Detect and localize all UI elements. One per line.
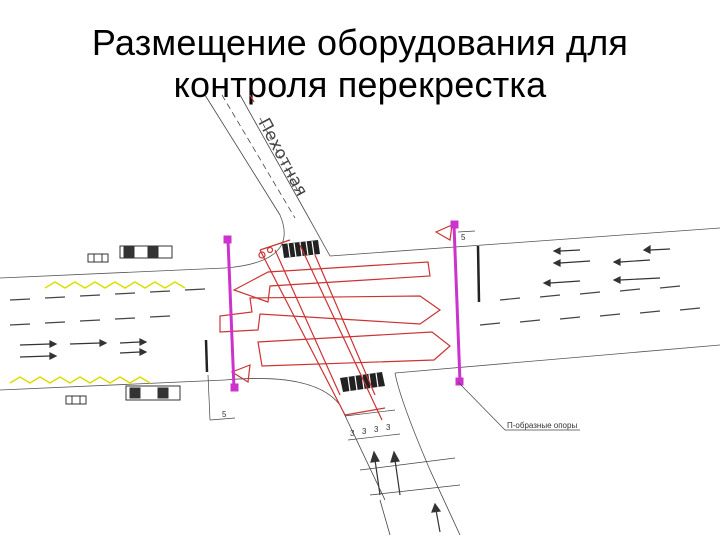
vehicle-icon xyxy=(119,245,173,259)
dimension-bottom: 5 xyxy=(222,410,227,419)
support-pole xyxy=(226,239,236,389)
side-street xyxy=(204,94,461,536)
detection-zone xyxy=(232,261,431,303)
stop-lines xyxy=(204,245,481,373)
equipment-zones xyxy=(219,94,453,421)
zigzag-markings xyxy=(9,281,186,384)
dimension-row-1: 3 xyxy=(350,429,355,438)
support-pole xyxy=(452,224,462,383)
dimension-row-3: 3 xyxy=(374,425,379,434)
vehicle-icon xyxy=(65,395,87,405)
vehicle-icon xyxy=(125,385,181,401)
lane-dashes xyxy=(9,285,701,326)
crosswalk-stripes xyxy=(287,240,379,392)
dimension-row-2: 3 xyxy=(362,427,367,436)
main-road-edges xyxy=(0,227,720,391)
dimension-row-4: 3 xyxy=(386,423,391,432)
curb-corners xyxy=(224,214,431,471)
detection-zone xyxy=(257,331,451,367)
dimension-lines xyxy=(207,230,580,441)
vehicle-icon xyxy=(87,253,109,263)
vehicles xyxy=(65,245,181,405)
title-line-2: контроля перекрестка xyxy=(173,64,547,105)
slide-title: Размещение оборудования для контроля пер… xyxy=(0,22,720,106)
p-shaped-supports xyxy=(223,220,464,392)
support-caption: П-образные опоры xyxy=(507,421,577,430)
title-line-1: Размещение оборудования для xyxy=(91,22,629,63)
detection-zone xyxy=(219,295,442,333)
dimension-top: 5 xyxy=(461,233,466,242)
